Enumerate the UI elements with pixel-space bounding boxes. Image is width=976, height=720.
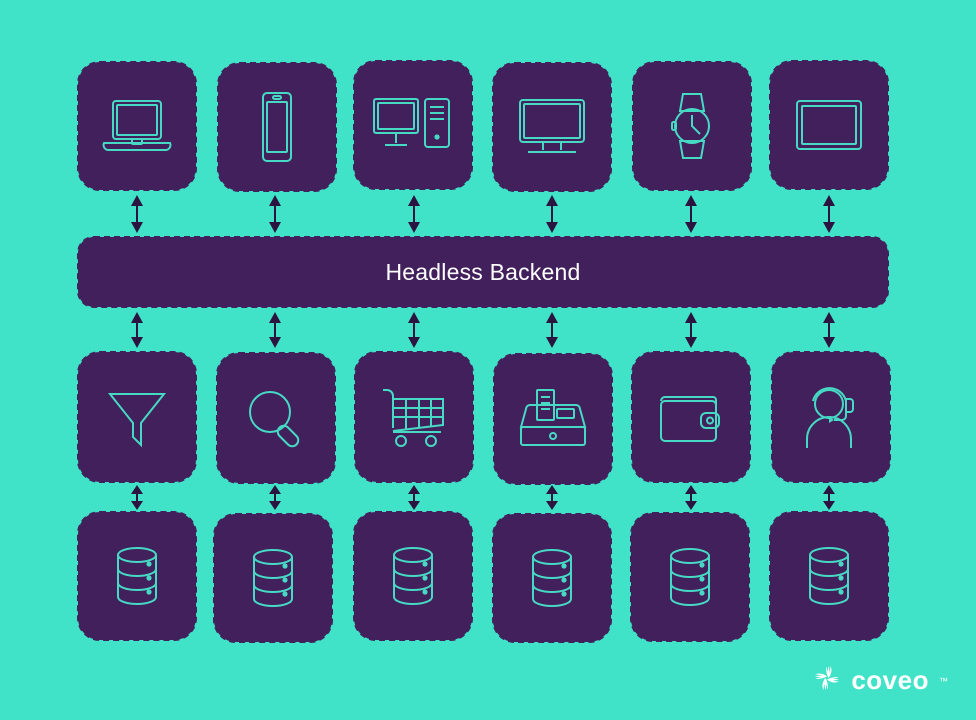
headless-backend-label: Headless Backend xyxy=(385,258,581,285)
double-headed-vertical-arrow-icon xyxy=(632,485,750,510)
database-card[interactable] xyxy=(492,513,613,643)
service-card-commerce-cart[interactable] xyxy=(353,351,474,483)
double-headed-vertical-arrow-icon xyxy=(493,485,611,510)
double-headed-vertical-arrow-icon xyxy=(355,311,473,349)
connector-arrows-devices-to-backend xyxy=(78,194,888,234)
shopping-cart-icon xyxy=(379,385,449,449)
headless-backend-bar[interactable]: Headless Backend xyxy=(77,236,889,308)
double-headed-vertical-arrow-icon xyxy=(493,311,611,349)
wallet-icon xyxy=(657,389,725,445)
database-icon xyxy=(248,546,298,610)
coveo-wordmark: coveo xyxy=(851,665,929,695)
double-headed-vertical-arrow-icon xyxy=(355,194,473,234)
database-card[interactable] xyxy=(77,511,197,641)
database-card[interactable] xyxy=(352,511,473,641)
smartwatch-icon xyxy=(665,89,719,163)
double-headed-vertical-arrow-icon xyxy=(216,311,334,349)
tablet-icon xyxy=(792,96,866,154)
device-card-smartphone[interactable] xyxy=(217,62,338,192)
device-card-tablet[interactable] xyxy=(768,60,889,190)
double-headed-vertical-arrow-icon xyxy=(632,194,750,234)
smartphone-icon xyxy=(255,90,299,164)
double-headed-vertical-arrow-icon xyxy=(632,311,750,349)
double-headed-vertical-arrow-icon xyxy=(770,311,888,349)
services-row xyxy=(77,351,891,485)
double-headed-vertical-arrow-icon xyxy=(78,485,196,510)
double-headed-vertical-arrow-icon xyxy=(78,311,196,349)
double-headed-vertical-arrow-icon xyxy=(78,194,196,234)
television-icon xyxy=(514,96,590,158)
funnel-filter-icon xyxy=(105,385,169,449)
database-icon xyxy=(804,544,854,608)
database-icon xyxy=(388,544,438,608)
double-headed-vertical-arrow-icon xyxy=(493,194,611,234)
coveo-logo: coveo ™ xyxy=(812,663,948,698)
database-icon xyxy=(112,544,162,608)
service-card-search[interactable] xyxy=(216,352,337,484)
double-headed-vertical-arrow-icon xyxy=(355,485,473,510)
database-card[interactable] xyxy=(629,512,750,642)
cash-register-icon xyxy=(516,387,590,451)
double-headed-vertical-arrow-icon xyxy=(770,194,888,234)
double-headed-vertical-arrow-icon xyxy=(216,485,334,510)
double-headed-vertical-arrow-icon xyxy=(216,194,334,234)
database-icon xyxy=(665,545,715,609)
device-card-desktop-computer[interactable] xyxy=(352,60,473,190)
service-card-payment-wallet[interactable] xyxy=(630,351,751,483)
connector-arrows-services-to-databases xyxy=(78,485,888,510)
device-card-laptop[interactable] xyxy=(77,61,197,191)
database-card[interactable] xyxy=(768,511,889,641)
device-card-smartwatch[interactable] xyxy=(631,61,752,191)
service-card-filter[interactable] xyxy=(77,351,197,483)
database-icon xyxy=(527,546,577,610)
double-headed-vertical-arrow-icon xyxy=(770,485,888,510)
coveo-pinwheel-icon xyxy=(812,663,842,698)
service-card-customer-service[interactable] xyxy=(770,351,891,483)
support-agent-headset-icon xyxy=(797,385,865,449)
devices-row xyxy=(77,60,889,192)
database-card[interactable] xyxy=(213,513,334,643)
magnifying-glass-icon xyxy=(244,386,308,450)
databases-row xyxy=(77,511,889,643)
service-card-point-of-sale[interactable] xyxy=(493,353,614,485)
laptop-icon xyxy=(100,95,174,157)
device-card-television[interactable] xyxy=(492,62,613,192)
connector-arrows-backend-to-services xyxy=(78,311,888,349)
desktop-computer-icon xyxy=(371,93,455,157)
coveo-trademark-symbol: ™ xyxy=(939,675,948,686)
